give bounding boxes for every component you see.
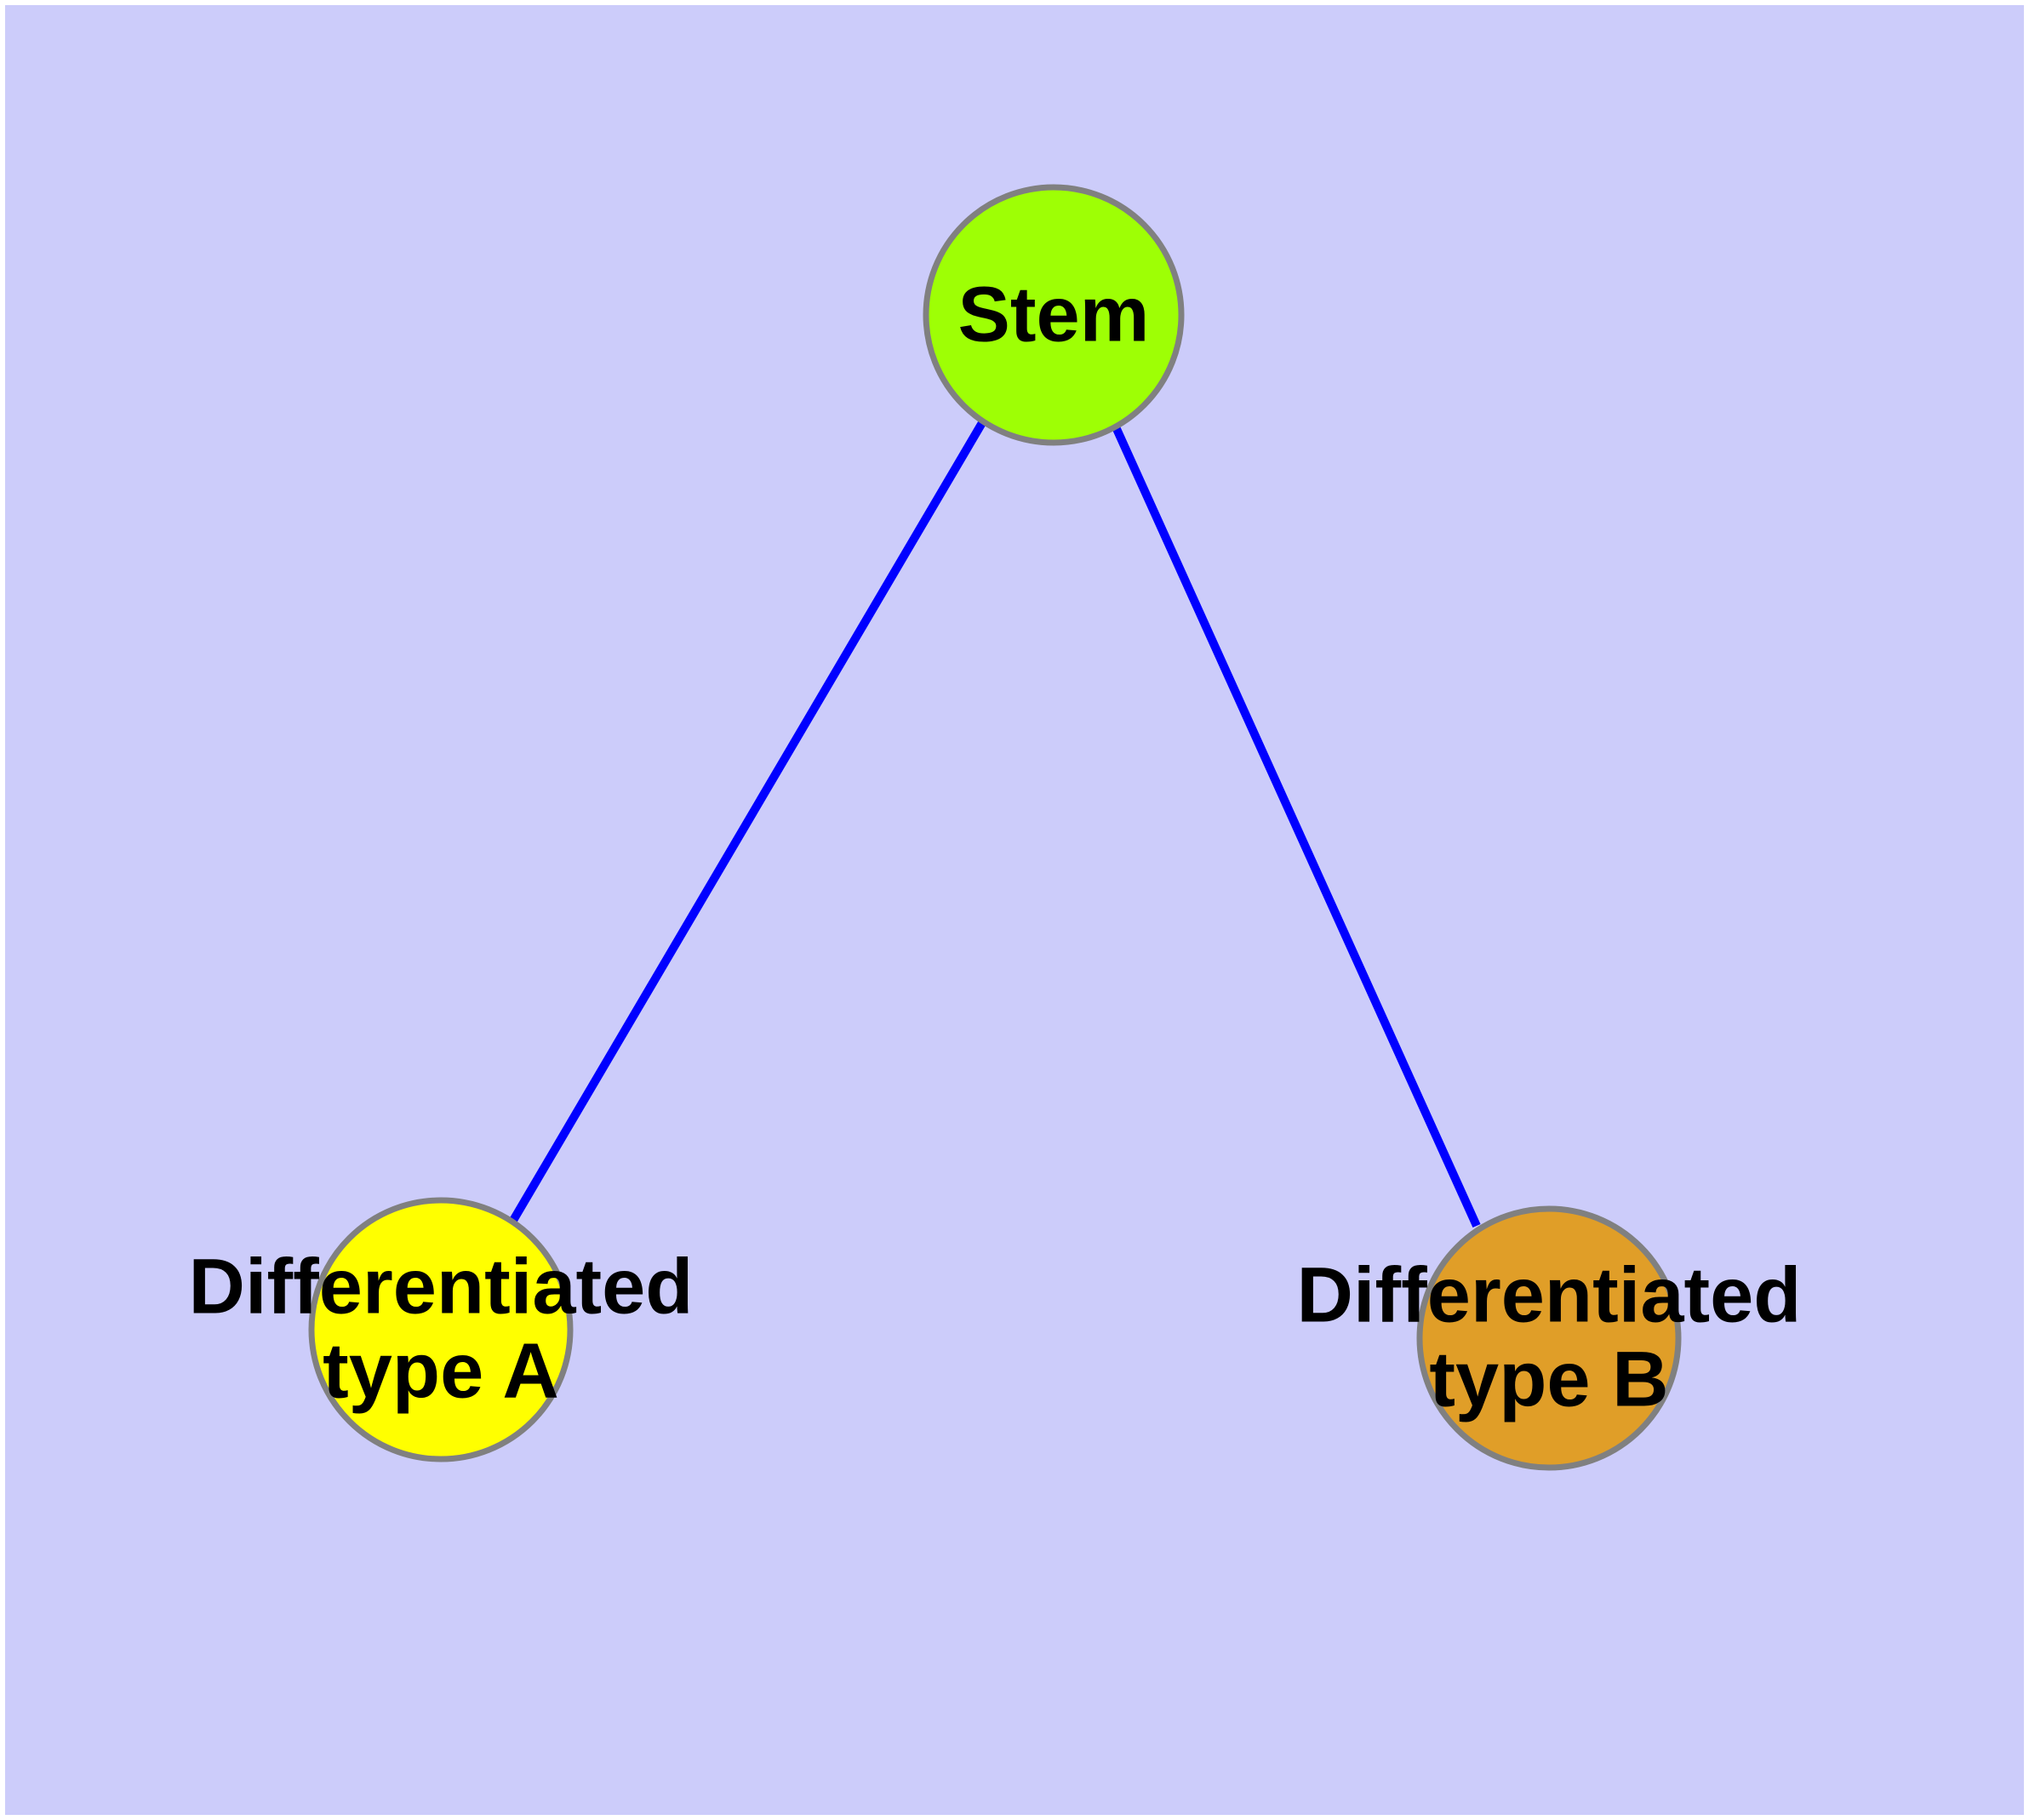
graph-edge-stem-to-a[interactable]	[507, 419, 987, 1226]
node-layer	[308, 184, 1682, 1471]
graph-node-diff-b[interactable]	[1416, 1205, 1682, 1471]
graph-node-diff-a[interactable]	[308, 1197, 574, 1462]
graph-edge-stem-to-b[interactable]	[1109, 419, 1481, 1228]
graph-node-stem[interactable]	[923, 184, 1185, 446]
edge-layer	[507, 419, 1481, 1228]
